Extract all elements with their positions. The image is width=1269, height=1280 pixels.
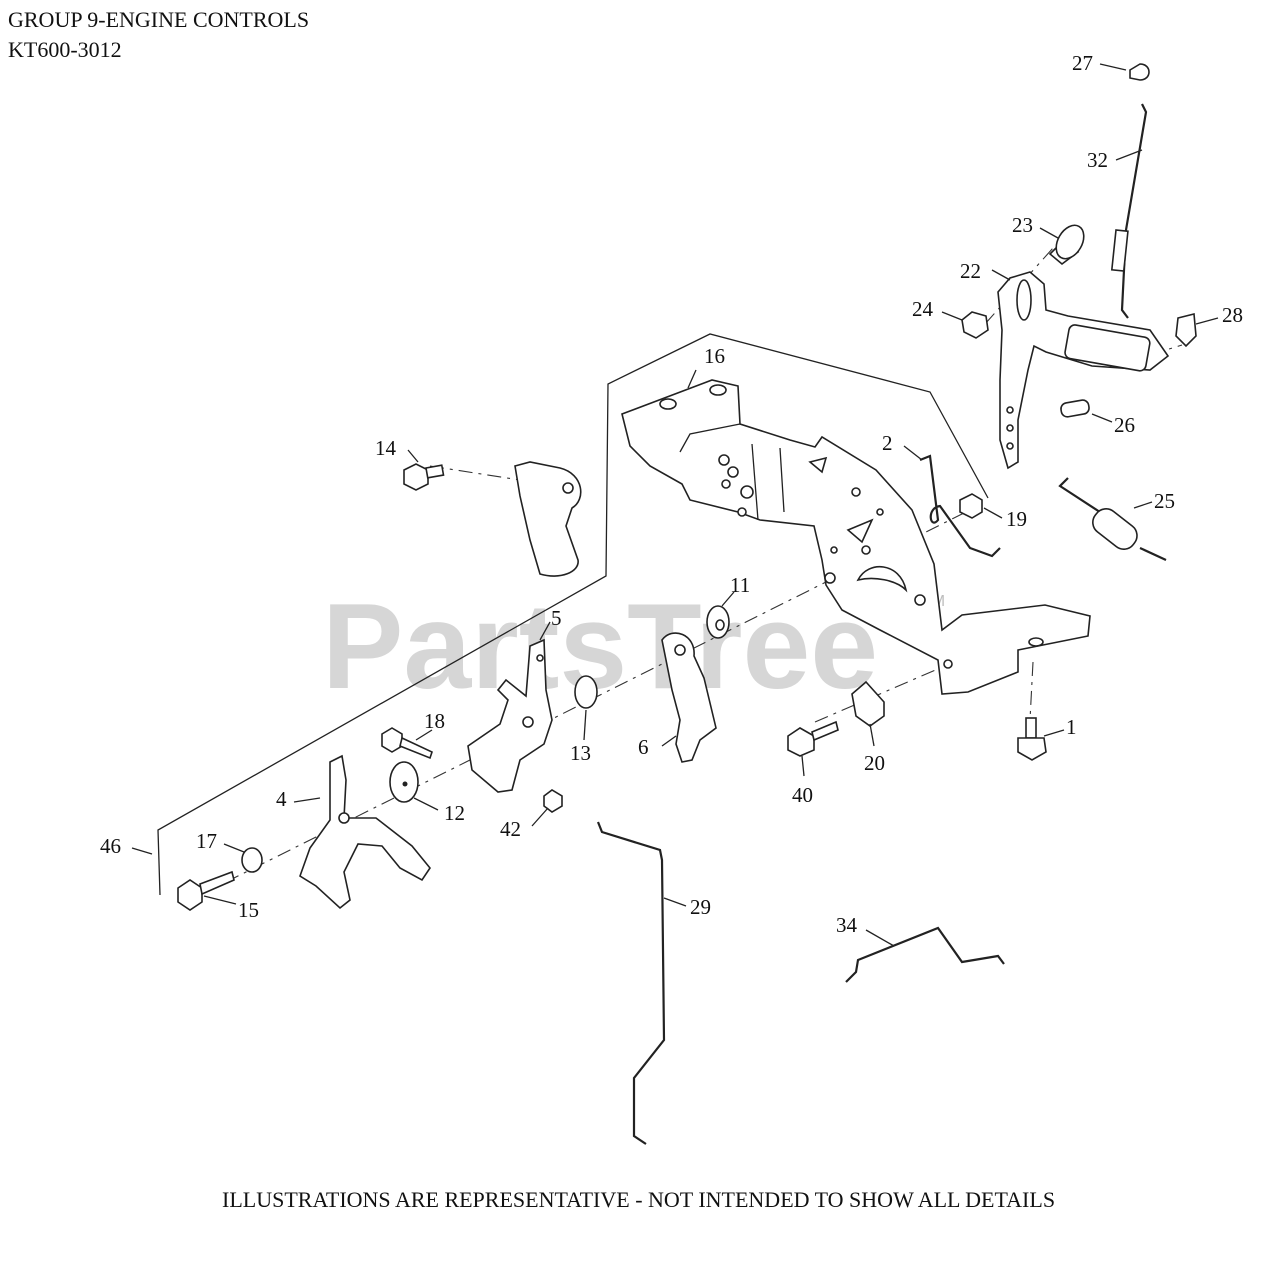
callout-28: 27 (1072, 51, 1093, 75)
callout-20: 20 (864, 751, 885, 775)
hex-nut-42 (543, 789, 563, 813)
hex-nut-19 (959, 493, 983, 519)
cap-28 (1129, 63, 1150, 81)
bolt-15 (177, 870, 235, 911)
bolt-1 (1017, 717, 1047, 761)
pin-23 (1048, 224, 1085, 266)
bolt-18 (381, 727, 433, 760)
callout-29: 28 (1222, 303, 1243, 327)
washer-17 (241, 847, 263, 873)
callout-11: 11 (730, 573, 750, 597)
callout-16: 16 (704, 344, 725, 368)
callout-42: 42 (500, 817, 521, 841)
callout-40: 40 (792, 783, 813, 807)
callout-13: 13 (570, 741, 591, 765)
callout-numbers: 27 32 23 22 24 28 26 25 2 19 16 14 11 5 … (100, 51, 1243, 937)
callout-14: 14 (375, 436, 397, 460)
callout-23: 23 (1012, 213, 1033, 237)
callout-46: 46 (100, 834, 121, 858)
callout-25: 29 (690, 895, 711, 919)
return-spring-wire (919, 454, 1001, 558)
washer-13 (574, 675, 598, 709)
spring-27 (1060, 399, 1090, 418)
diagram-title: GROUP 9-ENGINE CONTROLS (8, 7, 310, 32)
control-lever-arm (514, 461, 582, 577)
callout-27: 26 (1114, 413, 1135, 437)
callout-34: 34 (836, 913, 858, 937)
assembly-boundary (157, 333, 989, 896)
callout-18: 18 (424, 709, 445, 733)
callout-15: 15 (238, 898, 259, 922)
clip-29 (1175, 312, 1197, 348)
hex-nut-24 (961, 311, 989, 339)
callout-2: 2 (882, 431, 893, 455)
callout-12: 12 (444, 801, 465, 825)
callout-6: 6 (638, 735, 649, 759)
throttle-rod (596, 821, 666, 1145)
callout-26: 25 (1154, 489, 1175, 513)
watermark-text: PartsTree (322, 578, 878, 714)
leader-lines (131, 63, 1219, 947)
spring-26 (1058, 477, 1167, 561)
disclaimer-footer: ILLUSTRATIONS ARE REPRESENTATIVE - NOT I… (222, 1187, 1056, 1212)
callout-24: 24 (912, 297, 934, 321)
throttle-lever-22 (997, 271, 1170, 470)
lever-6 (661, 632, 717, 763)
bolt-14 (403, 463, 445, 491)
callout-19: 19 (1006, 507, 1027, 531)
callout-5: 5 (551, 606, 562, 630)
callout-22: 22 (960, 259, 981, 283)
main-control-bracket (621, 379, 1091, 695)
spring-rod-32 (1110, 103, 1148, 319)
callout-17: 17 (196, 829, 217, 853)
choke-rod (845, 926, 1005, 983)
model-number: KT600-3012 (8, 37, 122, 62)
callout-1: 1 (1066, 715, 1077, 739)
throttle-bracket (467, 638, 553, 793)
callout-32: 32 (1087, 148, 1108, 172)
bolt-40 (787, 720, 839, 757)
cable-clip-20 (851, 680, 885, 727)
callout-4: 4 (276, 787, 287, 811)
